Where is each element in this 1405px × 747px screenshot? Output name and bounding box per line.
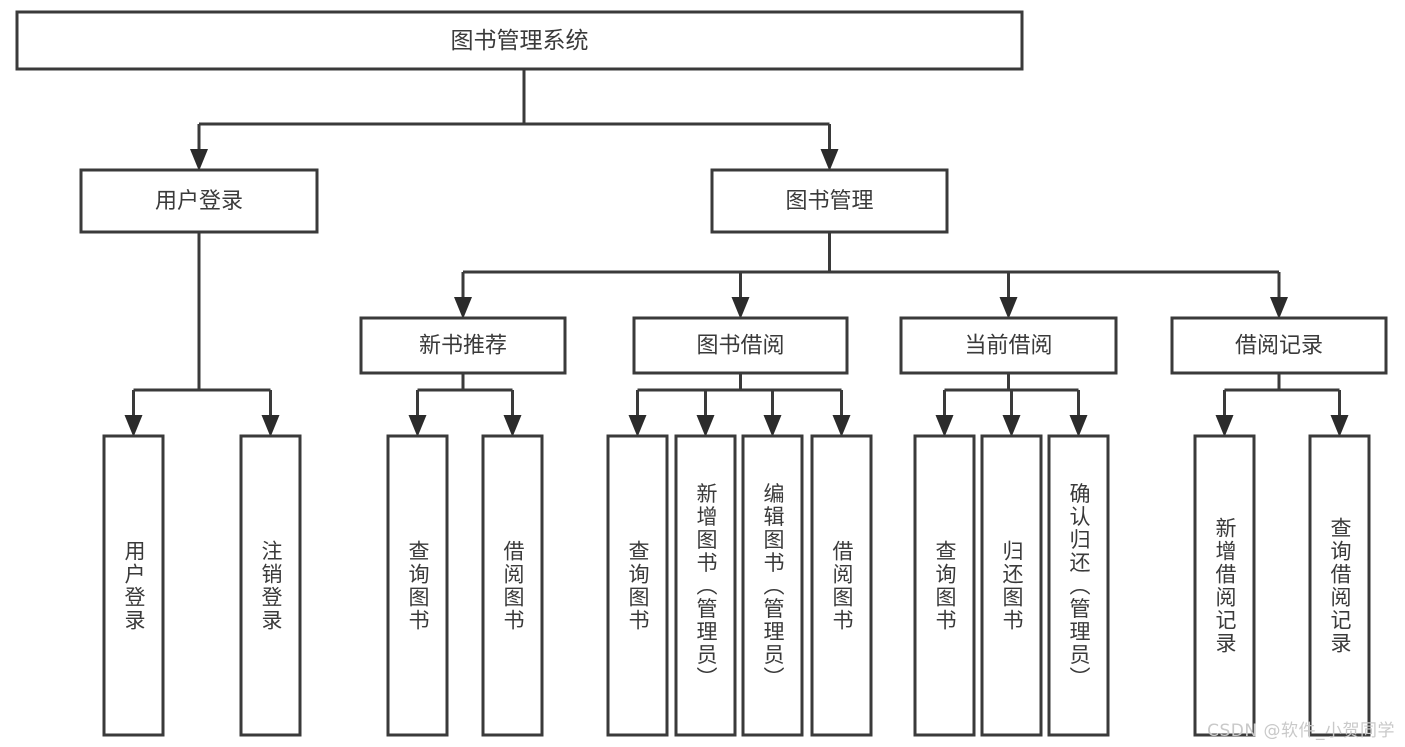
edge-group-book-manage: [454, 232, 1288, 319]
arrow-head-icon: [999, 297, 1018, 319]
node-box-leaf-borrow-book-2[interactable]: [810, 434, 873, 737]
node-label-current-borrow: 当前借阅: [964, 334, 1052, 359]
node-box-leaf-confirm-return[interactable]: [1047, 434, 1110, 737]
node-box-leaf-query-record[interactable]: [1308, 434, 1371, 737]
node-label-book-manage: 图书管理: [785, 189, 873, 214]
arrow-head-icon: [124, 415, 143, 437]
node-box-leaf-add-record[interactable]: [1193, 434, 1256, 737]
watermark: CSDN @软件_小贺同学: [1207, 721, 1395, 741]
node-box-leaf-borrow-book-1[interactable]: [481, 434, 544, 737]
node-box-leaf-return-book[interactable]: [980, 434, 1043, 737]
edge-group-book-borrow: [628, 373, 851, 437]
node-box-borrow-record[interactable]: [1170, 316, 1388, 375]
node-box-current-borrow[interactable]: [899, 316, 1118, 375]
arrow-head-icon: [454, 297, 472, 319]
node-label-book-borrow: 图书借阅: [696, 334, 784, 359]
node-label-borrow-record: 借阅记录: [1235, 334, 1323, 359]
arrow-head-icon: [820, 149, 839, 171]
node-box-leaf-query-book-3[interactable]: [913, 434, 976, 737]
arrow-head-icon: [731, 297, 750, 319]
edge-layer: [124, 69, 1349, 437]
arrow-head-icon: [832, 415, 851, 437]
arrow-head-icon: [628, 415, 647, 437]
node-box-user-login[interactable]: [79, 168, 319, 234]
edge-group-user-login: [124, 232, 280, 437]
arrow-head-icon: [190, 149, 208, 171]
node-box-leaf-user-logout[interactable]: [239, 434, 302, 737]
edge-group-current-borrow: [935, 373, 1088, 437]
node-box-leaf-user-login[interactable]: [102, 434, 165, 737]
arrow-head-icon: [763, 415, 782, 437]
node-box-leaf-edit-book[interactable]: [741, 434, 804, 737]
arrow-head-icon: [503, 415, 522, 437]
node-box-new-book-recommend[interactable]: [359, 316, 567, 375]
node-box-root[interactable]: [15, 10, 1024, 71]
node-box-book-borrow[interactable]: [632, 316, 849, 375]
node-box-book-manage[interactable]: [710, 168, 949, 234]
arrow-head-icon: [408, 415, 427, 437]
edge-group-new-book-recommend: [408, 373, 522, 437]
arrow-head-icon: [261, 415, 280, 437]
arrow-head-icon: [1215, 415, 1234, 437]
node-label-user-login: 用户登录: [155, 189, 243, 214]
node-box-leaf-add-book[interactable]: [674, 434, 737, 737]
edge-group-root: [190, 69, 839, 171]
node-label-new-book-recommend: 新书推荐: [419, 334, 507, 359]
edge-group-borrow-record: [1215, 373, 1349, 437]
arrow-head-icon: [696, 415, 715, 437]
arrow-head-icon: [1002, 415, 1021, 437]
arrow-head-icon: [1330, 415, 1349, 437]
arrow-head-icon: [1270, 297, 1288, 319]
arrow-head-icon: [1069, 415, 1088, 437]
node-box-leaf-query-book-1[interactable]: [386, 434, 449, 737]
arrow-head-icon: [935, 415, 954, 437]
node-label-root: 图书管理系统: [451, 28, 589, 54]
node-box-leaf-query-book-2[interactable]: [606, 434, 669, 737]
